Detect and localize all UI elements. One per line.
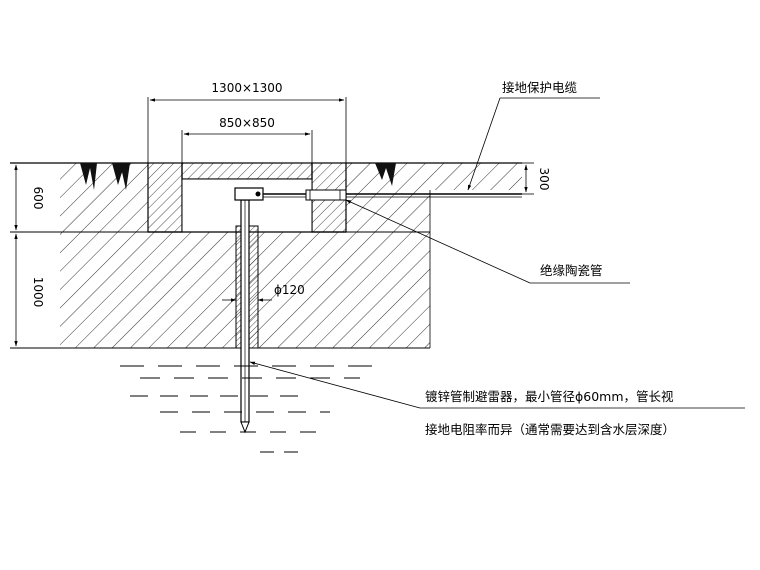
depth-lower-text: 1000 xyxy=(31,277,45,308)
grounding-rod xyxy=(234,187,264,434)
leader-ceramic-tube: 绝缘陶瓷管 xyxy=(345,199,630,284)
dimension-outer-pit: 1300×1300 xyxy=(147,81,347,163)
ceramic-tube-label: 绝缘陶瓷管 xyxy=(540,263,603,278)
leader-grounding-rod: 镀锌管制避雷器，最小管径ϕ60mm，管长视 接地电阻率而异（通常需要达到含水层深… xyxy=(249,361,745,437)
rod-label-line2: 接地电阻率而异（通常需要达到含水层深度） xyxy=(425,422,675,437)
rod-label-line1: 镀锌管制避雷器，最小管径ϕ60mm，管长视 xyxy=(425,389,674,404)
pipe-diameter-text: ϕ120 xyxy=(274,283,305,297)
ground-cable-label: 接地保护电缆 xyxy=(502,80,578,95)
top-slab-text: 300 xyxy=(537,168,551,191)
inner-pit-dimension-text: 850×850 xyxy=(219,116,275,130)
groundwater-lines xyxy=(120,365,380,453)
depth-upper-text: 600 xyxy=(31,187,45,210)
dimension-inner-pit: 850×850 xyxy=(181,116,313,163)
surface-cracks xyxy=(80,163,396,190)
outer-pit-dimension-text: 1300×1300 xyxy=(211,81,282,95)
dimension-top-slab: 300 xyxy=(518,162,551,195)
ceramic-tube xyxy=(305,189,347,201)
leader-ground-cable: 接地保护电缆 xyxy=(467,80,600,191)
dimension-pipe-diameter: ϕ120 xyxy=(222,283,305,302)
dimension-depth-upper: 600 xyxy=(14,164,45,231)
dimension-depth-lower: 1000 xyxy=(14,233,45,347)
